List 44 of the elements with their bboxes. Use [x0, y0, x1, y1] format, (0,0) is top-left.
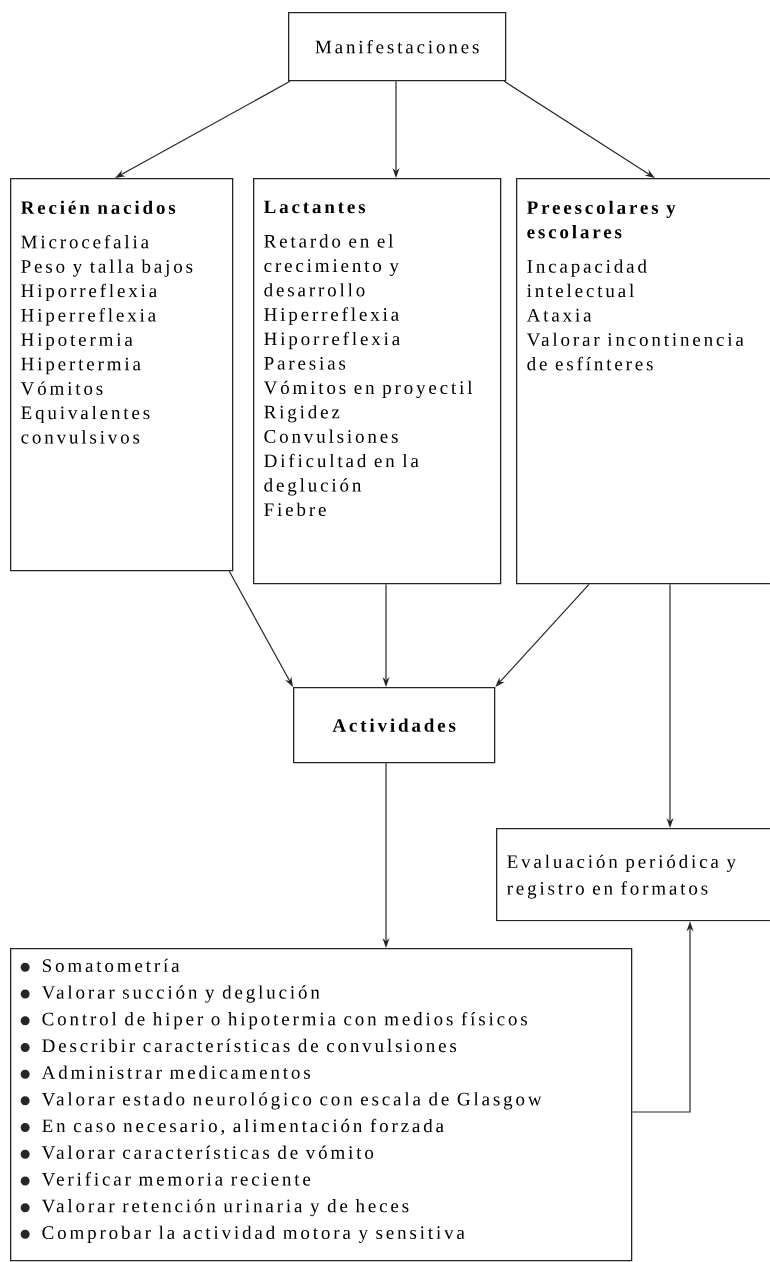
symptom-text: Incapacidad intelectual — [527, 259, 647, 298]
title-box: Manifestaciones — [288, 12, 507, 82]
symptom-text: Retardo en el crecimiento y desarrollo — [264, 234, 399, 297]
activity-text: Valorar retención urinaria y de heces — [41, 1198, 409, 1217]
heading: Recién nacidos — [21, 200, 176, 215]
note-text: Evaluación periódica y registro en formatos — [507, 854, 736, 899]
category-box — [10, 178, 234, 572]
arrow — [495, 583, 590, 687]
activity-list-box — [10, 948, 633, 1262]
category-box — [253, 178, 502, 585]
activity-text: Comprobar la actividad motora y sensitiva — [42, 1225, 465, 1243]
symptom-text: Fiebre — [264, 502, 326, 517]
activity-text: Describir características de convulsiones — [42, 1038, 457, 1053]
process-box — [496, 828, 770, 922]
symptom-text: Hiperreflexia — [21, 308, 156, 326]
activity-text: En caso necesario, alimentación forzada — [42, 1118, 444, 1135]
symptom-text: Hiperreflexia — [264, 307, 399, 325]
activity-text: Control de hiper o hipotermia con medios físicos — [42, 1011, 527, 1030]
symptom-text: Peso y talla bajos — [21, 259, 193, 277]
heading: Preescolares y escolares — [527, 200, 676, 239]
symptom-text: Rigidez — [264, 405, 340, 423]
symptom-text: Hiporreflexia — [21, 283, 157, 302]
symptom-text: Hipertermia — [21, 357, 141, 375]
symptom-text: Vómitos en proyectil — [263, 380, 473, 398]
symptom-text: Equivalentes convulsivos — [21, 405, 150, 444]
heading: Lactantes — [264, 200, 366, 214]
symptom-text: Valorar incontinencia de esfínteres — [526, 332, 744, 371]
symptom-text: Vómitos — [20, 381, 103, 395]
symptom-text: Microcefalia — [21, 234, 149, 249]
symptom-text: Hipotermia — [21, 333, 133, 350]
process-box: Actividades — [293, 687, 496, 764]
category-box — [516, 178, 770, 585]
symptom-text: Convulsiones — [264, 429, 398, 443]
activity-text: Administrar medicamentos — [41, 1065, 310, 1079]
symptom-text: Paresias — [264, 356, 346, 370]
activity-text: Valorar succión y deglución — [41, 985, 320, 1003]
activity-text: Valorar estado neurológico con escala de Glasgow — [41, 1092, 542, 1110]
activity-text: Verificar memoria reciente — [41, 1172, 311, 1186]
activity-text: Valorar características de vómito — [41, 1145, 374, 1160]
activity-text: Somatometría — [42, 958, 180, 973]
symptom-text: Dificultad en la deglución — [264, 453, 419, 496]
arrow — [503, 80, 655, 178]
symptom-text: Hiporreflexia — [264, 331, 400, 350]
symptom-text: Ataxia — [526, 308, 592, 322]
